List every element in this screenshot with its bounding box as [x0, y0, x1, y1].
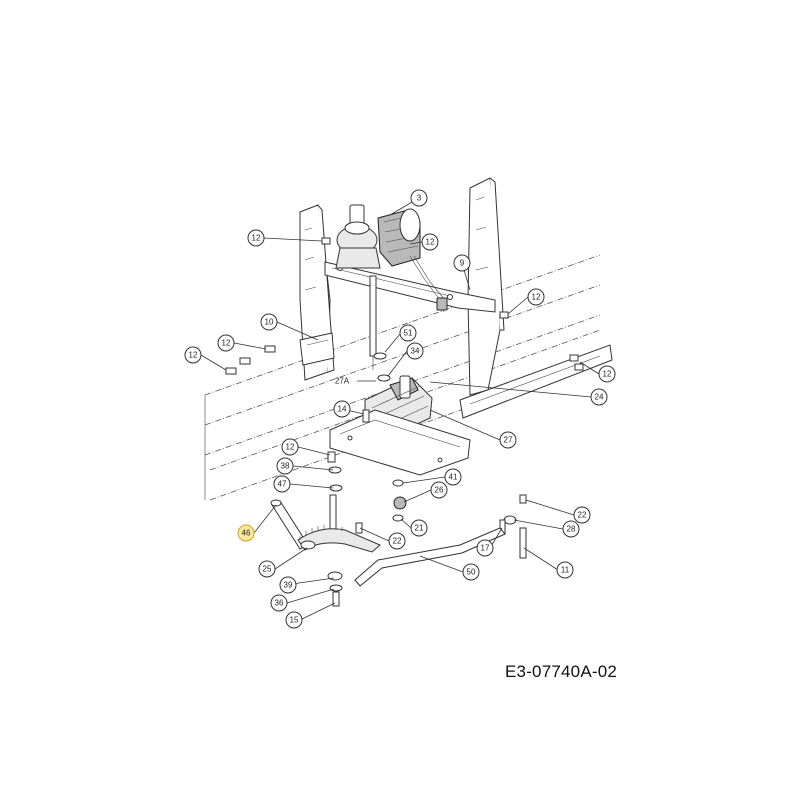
callout-10: 10	[260, 313, 278, 331]
svg-text:12: 12	[286, 443, 295, 452]
callout-51: 51	[399, 324, 417, 342]
tie-rod	[354, 527, 506, 587]
svg-text:38: 38	[281, 462, 290, 471]
svg-text:14: 14	[338, 405, 347, 414]
svg-text:9: 9	[460, 259, 465, 268]
callout-22: 22	[573, 506, 591, 524]
callout-12: 12	[281, 438, 299, 456]
callout-12: 12	[598, 365, 616, 383]
callouts: 3 12 12 9 12 10 51 12 12 34 12 24 14 27 …	[184, 189, 616, 629]
callout-24: 24	[590, 388, 608, 406]
svg-text:12: 12	[222, 339, 231, 348]
callout-12: 12	[217, 334, 235, 352]
svg-text:26: 26	[435, 486, 444, 495]
callout-50: 50	[462, 563, 480, 581]
svg-text:36: 36	[275, 599, 284, 608]
svg-text:41: 41	[449, 473, 458, 482]
callout-12: 12	[527, 288, 545, 306]
svg-text:12: 12	[603, 370, 612, 379]
callout-22: 22	[388, 532, 406, 550]
callout-21: 21	[410, 519, 428, 537]
svg-text:11: 11	[561, 566, 570, 575]
svg-text:25: 25	[263, 565, 272, 574]
right-frame-plate	[467, 177, 505, 396]
callout-11: 11	[556, 561, 574, 579]
svg-text:22: 22	[393, 537, 402, 546]
svg-text:17: 17	[481, 544, 490, 553]
svg-text:51: 51	[404, 329, 413, 338]
svg-text:10: 10	[265, 318, 274, 327]
svg-text:12: 12	[189, 351, 198, 360]
callout-25: 25	[258, 560, 276, 578]
callout-26: 26	[430, 481, 448, 499]
hardware	[225, 237, 584, 559]
callout-34: 34	[406, 342, 424, 360]
callout-12: 12	[421, 233, 439, 251]
callout-28: 28	[562, 520, 580, 538]
left-bracket	[299, 332, 335, 366]
callout-38: 38	[276, 457, 294, 475]
callout-47: 47	[273, 475, 291, 493]
callout-3: 3	[410, 189, 428, 207]
svg-text:12: 12	[532, 293, 541, 302]
svg-text:3: 3	[417, 194, 422, 203]
sector-gear	[297, 525, 381, 553]
svg-text:34: 34	[411, 347, 420, 356]
steering-motor-assembly	[335, 204, 448, 370]
callout-12: 12	[184, 346, 202, 364]
base-plate	[329, 409, 471, 476]
svg-text:28: 28	[567, 525, 576, 534]
callout-9: 9	[453, 254, 471, 272]
svg-text:22: 22	[578, 511, 587, 520]
svg-text:39: 39	[284, 581, 293, 590]
lower-hardware	[327, 571, 343, 607]
svg-text:12: 12	[426, 238, 435, 247]
mount-bracket	[324, 261, 496, 313]
svg-text:12: 12	[252, 234, 261, 243]
callout-17: 17	[476, 539, 494, 557]
drawing-code: E3-07740A-02	[505, 662, 618, 681]
callout-15: 15	[285, 611, 303, 629]
label-27a: 27A	[335, 377, 350, 386]
svg-text:46: 46	[242, 529, 251, 538]
svg-text:21: 21	[415, 524, 424, 533]
callout-36: 36	[270, 594, 288, 612]
callout-46-highlighted: 46	[237, 524, 255, 542]
callout-39: 39	[279, 576, 297, 594]
callout-41: 41	[444, 468, 462, 486]
svg-text:15: 15	[290, 616, 299, 625]
svg-text:24: 24	[595, 393, 604, 402]
callout-12: 12	[247, 229, 265, 247]
svg-text:27: 27	[504, 436, 513, 445]
callout-27: 27	[499, 431, 517, 449]
svg-text:47: 47	[278, 480, 287, 489]
svg-text:50: 50	[467, 568, 476, 577]
callout-14: 14	[333, 400, 351, 418]
